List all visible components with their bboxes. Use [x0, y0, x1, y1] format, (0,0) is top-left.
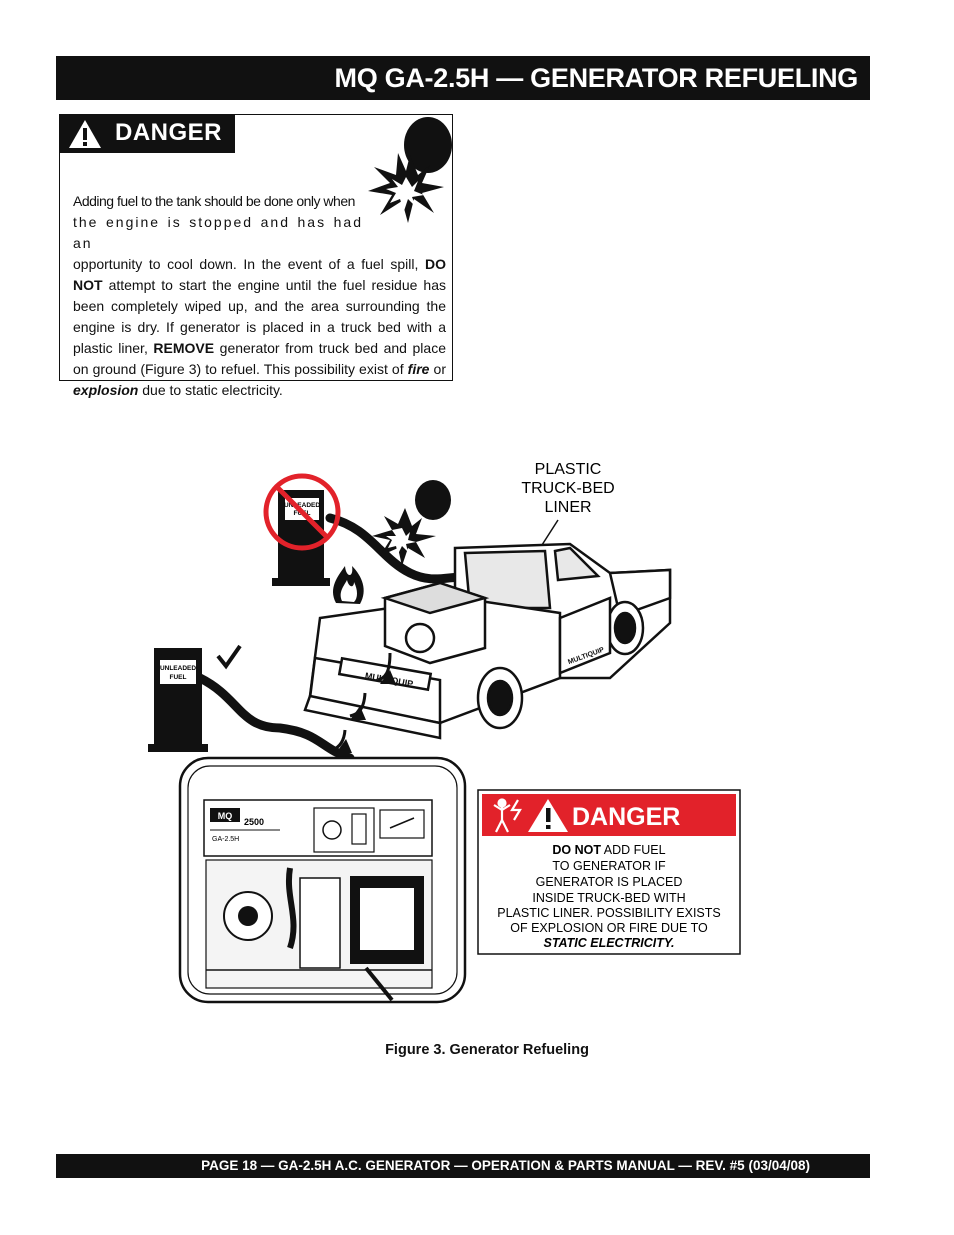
decal-line-2: TO GENERATOR IF — [552, 859, 666, 873]
decal-line-5: PLASTIC LINER. POSSIBILITY EXISTS — [497, 906, 720, 920]
page-title: MQ GA-2.5H — GENERATOR REFUELING — [56, 56, 870, 100]
liner-label-2: TRUCK-BED — [521, 480, 614, 497]
danger-do-not: DO NOT — [73, 256, 446, 293]
danger-tag: DANGER — [60, 115, 235, 153]
pump-bottom-label-2: FUEL — [170, 674, 187, 681]
pickup-truck: MULTIQUIP MULTIQUIP — [303, 542, 672, 740]
refueling-figure: UNLEADED FUEL PLASTIC TRUCK-BED LINER MU… — [148, 461, 741, 1004]
danger-explosion-word: explosion — [73, 382, 139, 398]
warning-triangle-icon — [69, 120, 101, 148]
danger-text-a: opportunity to cool down. In the event o… — [73, 256, 425, 272]
danger-remove: REMOVE — [153, 340, 215, 356]
danger-text-e: generator from truck bed and place on gr… — [73, 340, 446, 377]
danger-text-i: due to static electricity. — [138, 382, 283, 398]
gen-model: GA-2.5H — [212, 836, 239, 843]
pump-top-label-1: UNLEADED — [284, 502, 320, 509]
figure-caption: Figure 3. Generator Refueling — [385, 1042, 589, 1058]
danger-notice: DANGER Adding fuel to the tank should be… — [59, 114, 453, 398]
decal-header: DANGER — [572, 803, 680, 831]
pump-bottom-label-1: UNLEADED — [160, 665, 196, 672]
liner-label-1: PLASTIC — [535, 461, 602, 478]
generator-closeup: MQ 2500 GA-2.5H — [178, 756, 467, 1004]
liner-label-3: LINER — [544, 499, 591, 516]
decal-line-1: DO NOT ADD FUEL — [552, 843, 665, 857]
danger-decal: DANGER DO NOT ADD FUEL TO GENERATOR IF G… — [477, 789, 741, 955]
decal-line-4: INSIDE TRUCK-BED WITH — [532, 891, 685, 905]
danger-fire: fire — [407, 361, 430, 377]
danger-body-text: Adding fuel to the tank should be done o… — [73, 191, 446, 401]
approved-pump: UNLEADED FUEL — [148, 644, 242, 752]
prohibited-pump: UNLEADED FUEL — [263, 473, 341, 586]
danger-label: DANGER — [115, 119, 223, 146]
gen-logo: MQ — [218, 811, 233, 821]
fire-icon — [333, 566, 364, 604]
danger-text-g: or — [429, 361, 446, 377]
decal-add-fuel: ADD FUEL — [601, 843, 666, 857]
decal-line-3: GENERATOR IS PLACED — [536, 875, 683, 889]
decal-line-7: STATIC ELECTRICITY. — [543, 936, 674, 950]
decal-do-not: DO NOT — [552, 843, 601, 857]
check-icon — [216, 644, 242, 670]
danger-line-1: Adding fuel to the tank should be done o… — [73, 193, 355, 209]
explosion-icon — [368, 117, 452, 223]
explosion-icon — [372, 480, 451, 566]
gen-number: 2500 — [244, 817, 264, 827]
danger-text-c: attempt to start the engine until the fu… — [73, 277, 446, 356]
shock-person-icon — [493, 798, 522, 833]
page-footer: PAGE 18 — GA-2.5H A.C. GENERATOR — OPERA… — [56, 1154, 870, 1178]
danger-line-2: the engine is stopped and has had an — [73, 214, 363, 251]
decal-line-6: OF EXPLOSION OR FIRE DUE TO — [510, 921, 708, 935]
